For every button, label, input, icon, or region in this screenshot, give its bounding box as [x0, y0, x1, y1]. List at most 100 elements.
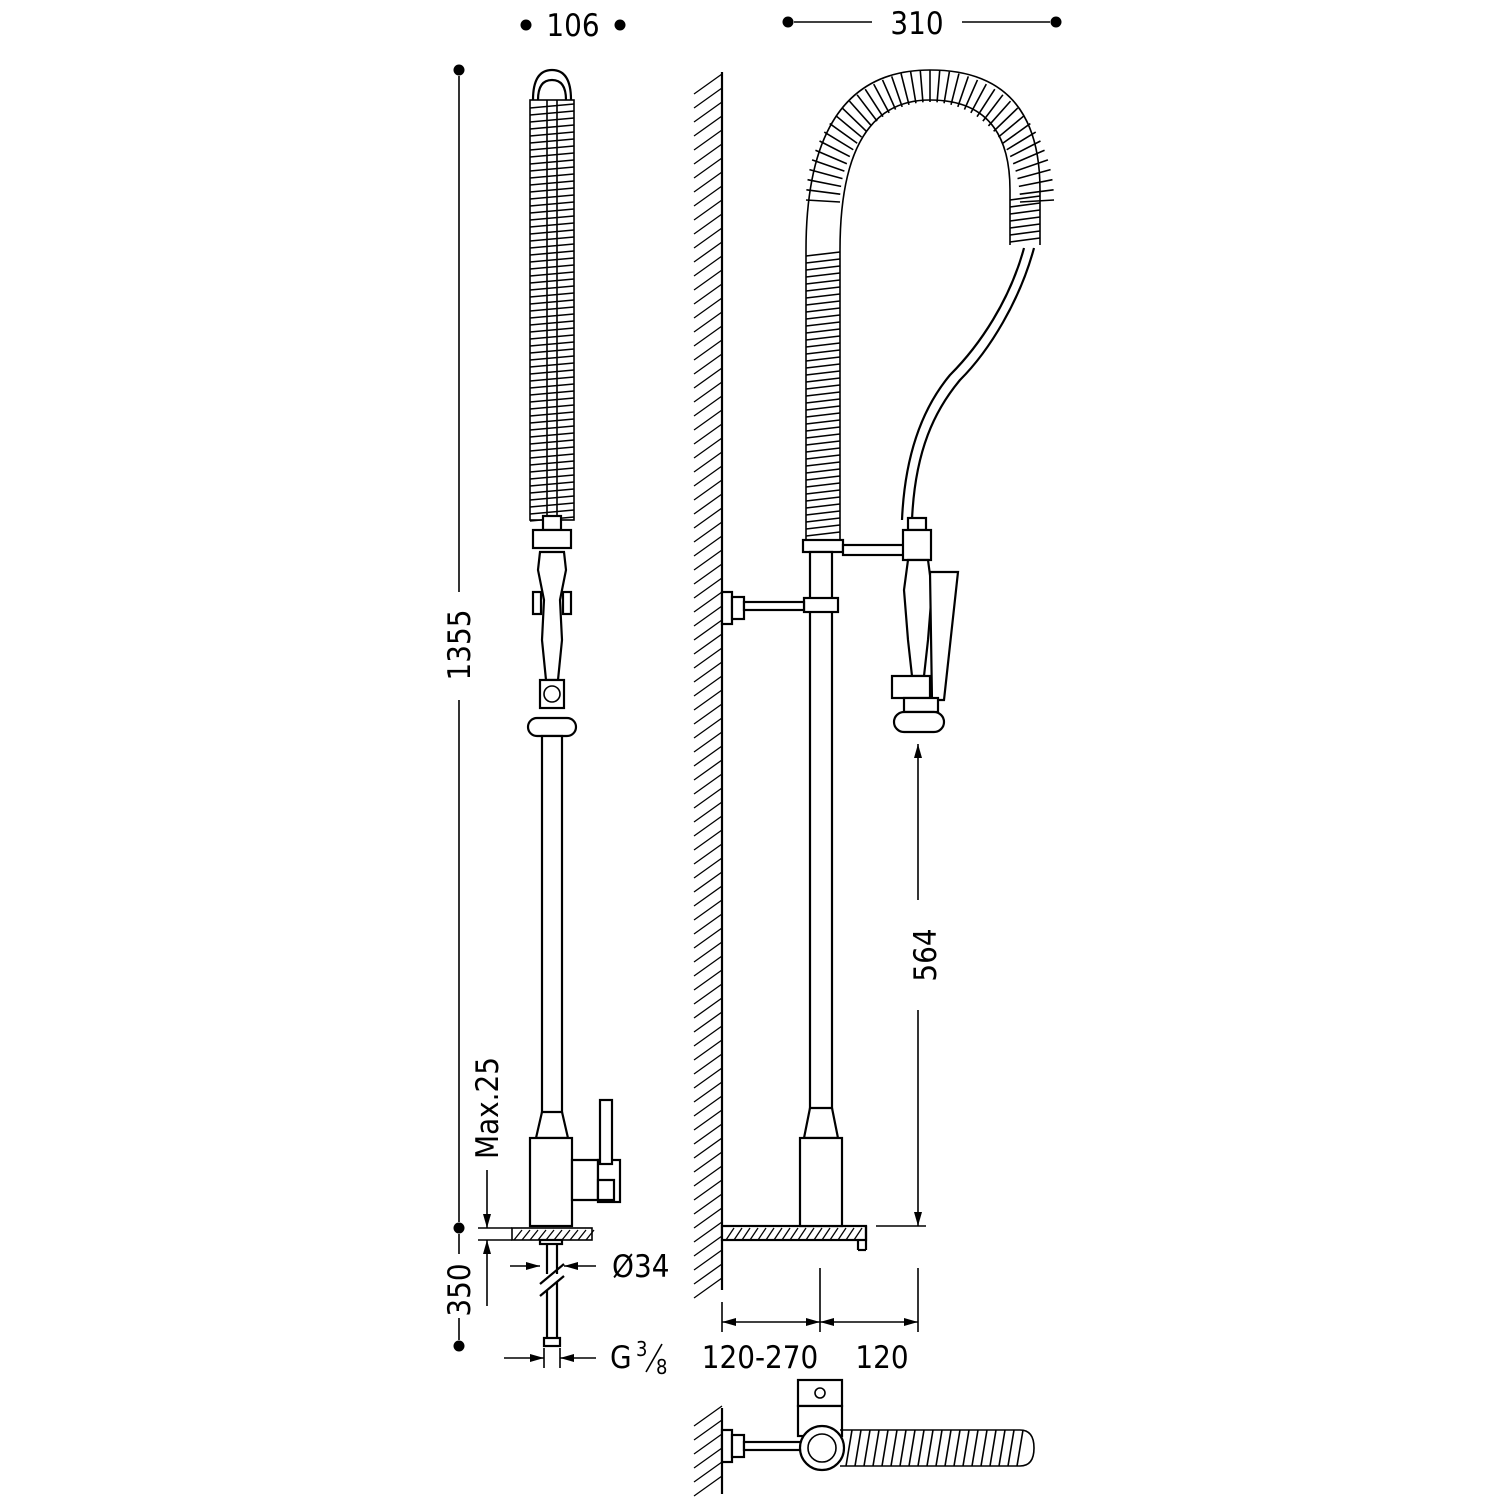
drawing-line	[805, 531, 841, 537]
drawing-line	[693, 1221, 723, 1243]
drawing-line	[693, 171, 723, 193]
drawing-line	[693, 115, 723, 137]
drawing-line	[693, 661, 723, 683]
drawing-line	[805, 461, 841, 467]
drawing-line	[805, 482, 841, 488]
dim-connection: G	[610, 1340, 632, 1376]
drawing-line	[529, 285, 575, 291]
drawing-line	[529, 243, 575, 249]
drawing-line	[693, 1263, 723, 1285]
drawing-line	[693, 1165, 723, 1187]
drawing-line	[693, 493, 723, 515]
drawing-line	[693, 1433, 723, 1455]
drawing-line	[693, 1151, 723, 1173]
drawing-line	[529, 376, 575, 382]
drawing-line	[569, 1229, 579, 1241]
drawing-line	[529, 397, 575, 403]
drawing-line	[919, 70, 924, 103]
drawing-line	[805, 377, 841, 383]
drawing-line	[529, 222, 575, 228]
drawing-line	[971, 1429, 979, 1467]
drawing-line	[805, 468, 841, 474]
drawing-line	[529, 432, 575, 438]
drawing-line	[529, 411, 575, 417]
drawing-line	[693, 885, 723, 907]
drawing-line	[805, 251, 841, 257]
drawing-line	[529, 292, 575, 298]
drawing-line	[962, 1429, 970, 1467]
front-coil	[529, 68, 575, 522]
drawing-line	[529, 418, 575, 424]
drawing-line	[693, 1039, 723, 1061]
drawing-line	[881, 79, 897, 110]
drawing-line	[545, 1229, 555, 1241]
drawing-line	[529, 264, 575, 270]
drawing-line	[805, 335, 841, 341]
drawing-line	[805, 503, 841, 509]
drawing-line	[1018, 178, 1053, 188]
dim-dot	[453, 1222, 465, 1234]
drawing-line	[805, 419, 841, 425]
dim-dot	[782, 16, 794, 28]
drawing-line	[805, 433, 841, 439]
drawing-line	[980, 1429, 988, 1467]
drawing-line	[693, 73, 723, 95]
drawing-line	[693, 773, 723, 795]
drawing-line	[943, 71, 951, 104]
drawing-line	[805, 524, 841, 530]
dim-connection-num: 3	[636, 1337, 647, 1361]
drawing-line	[693, 997, 723, 1019]
drawing-line	[693, 1067, 723, 1089]
drawing-line	[805, 272, 841, 278]
drawing-line	[805, 454, 841, 460]
drawing-line	[693, 367, 723, 389]
drawing-line	[1012, 149, 1045, 165]
drawing-line	[693, 549, 723, 571]
drawing-line	[987, 100, 1012, 127]
drawing-line	[805, 300, 841, 306]
drawing-line	[693, 871, 723, 893]
drawing-line	[529, 299, 575, 305]
drawing-line	[529, 348, 575, 354]
drawing-line	[693, 437, 723, 459]
drawing-line	[805, 342, 841, 348]
drawing-line	[529, 180, 575, 186]
drawing-line	[693, 241, 723, 263]
drawing-line	[805, 384, 841, 390]
drawing-line	[821, 1227, 831, 1241]
drawing-line	[935, 1429, 943, 1467]
drawing-line	[529, 131, 575, 137]
drawing-line	[693, 1235, 723, 1257]
dim-width-front: 106	[546, 8, 599, 44]
drawing-line	[693, 1277, 723, 1299]
drawing-line	[805, 517, 841, 523]
drawing-line	[757, 1227, 767, 1241]
drawing-line	[805, 356, 841, 362]
drawing-line	[863, 1429, 871, 1467]
drawing-line	[805, 370, 841, 376]
drawing-line	[693, 143, 723, 165]
drawing-line	[693, 213, 723, 235]
drawing-line	[529, 390, 575, 396]
drawing-line	[805, 321, 841, 327]
side-view: 310	[693, 6, 1062, 1376]
drawing-line	[529, 404, 575, 410]
drawing-line	[577, 1229, 587, 1241]
drawing-line	[693, 297, 723, 319]
drawing-line	[805, 475, 841, 481]
drawing-line	[805, 412, 841, 418]
drawing-line	[1015, 159, 1049, 172]
dim-spray-height: 564	[908, 928, 944, 981]
drawing-line	[693, 703, 723, 725]
drawing-line	[529, 439, 575, 445]
drawing-line	[529, 320, 575, 326]
drawing-line	[693, 843, 723, 865]
drawing-line	[529, 383, 575, 389]
drawing-line	[693, 227, 723, 249]
drawing-line	[805, 496, 841, 502]
drawing-line	[1002, 122, 1031, 144]
drawing-line	[693, 1011, 723, 1033]
drawing-line	[848, 100, 873, 127]
drawing-line	[693, 829, 723, 851]
drawing-line	[529, 313, 575, 319]
